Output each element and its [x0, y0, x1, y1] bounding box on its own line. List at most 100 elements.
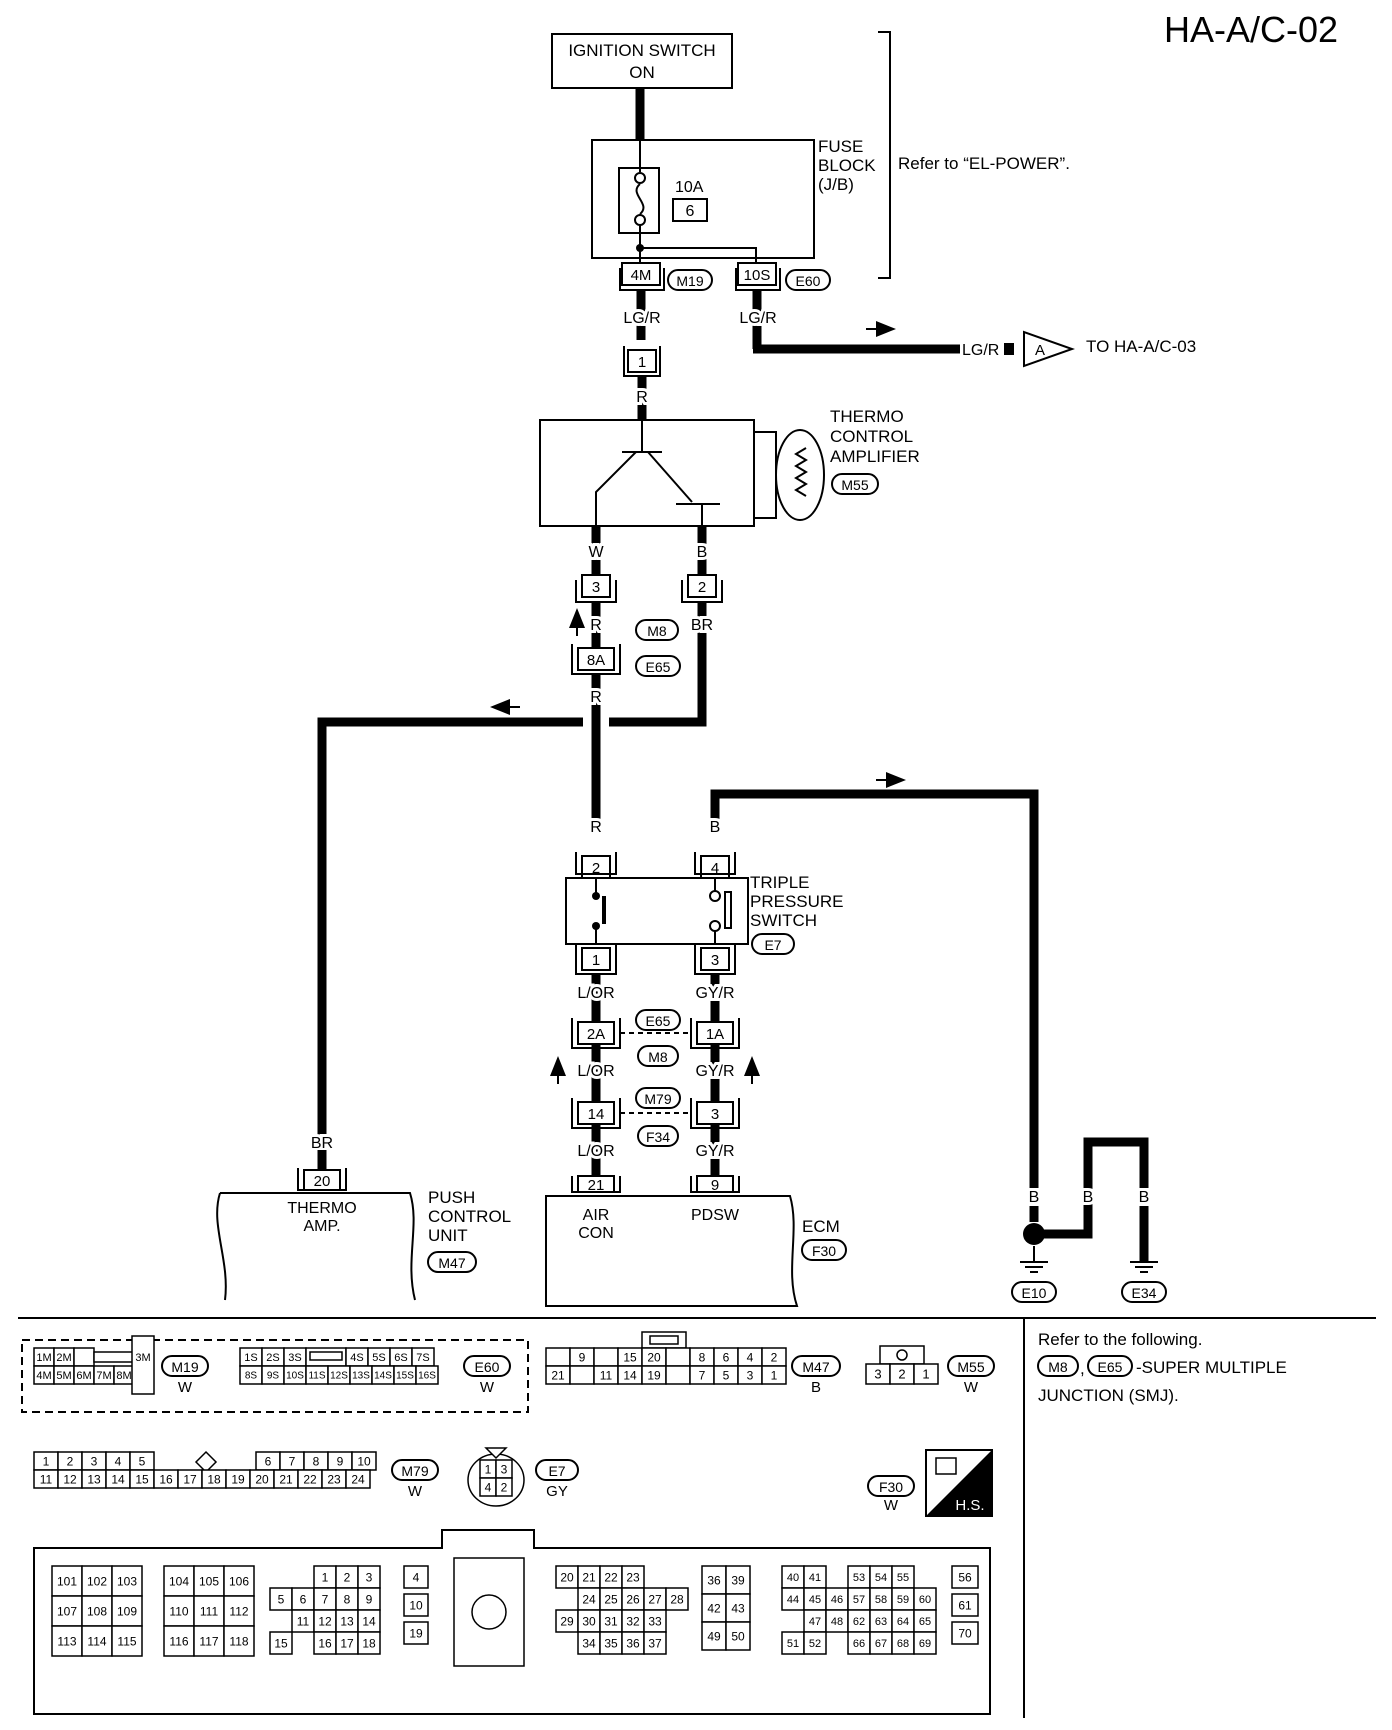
pin-label: 18 [207, 1472, 221, 1486]
pin-label: 7 [699, 1368, 706, 1382]
pin-cell [761, 1365, 787, 1385]
pin-label: 20 [647, 1350, 661, 1364]
pcu-label-2: CONTROL [428, 1207, 511, 1226]
terminal-3: 3 [711, 1106, 719, 1123]
hs-label: H.S. [955, 1497, 984, 1514]
pin-label: 9 [337, 1454, 344, 1468]
pin-label: 55 [897, 1572, 909, 1584]
pin-cell [51, 1625, 83, 1657]
fuse-block-label-1: FUSE [818, 137, 863, 156]
pin-label: 6 [723, 1350, 730, 1364]
pin-label: 101 [57, 1574, 77, 1588]
connector-id: M19 [171, 1359, 198, 1375]
pcu-label-1: PUSH [428, 1188, 475, 1207]
pin-label: 47 [809, 1616, 821, 1628]
pin-cell [495, 1477, 513, 1497]
wire-label: R [636, 389, 648, 406]
pin-label: 30 [582, 1614, 596, 1628]
connector-id: M55 [957, 1359, 984, 1375]
pin-label: 22 [303, 1472, 317, 1486]
connector-id: E7 [548, 1463, 565, 1479]
pin-label: 39 [731, 1573, 745, 1587]
pin-cell [665, 1587, 689, 1611]
ecm-label: ECM [802, 1217, 840, 1236]
pin-cell [913, 1363, 939, 1385]
pin-label: 114 [87, 1634, 106, 1648]
pin-cell [951, 1621, 979, 1645]
connector-id-m8: M8 [1048, 1359, 1068, 1375]
connector-id-e60: E60 [796, 273, 821, 289]
pin-cell [643, 1631, 667, 1655]
fuse-block-label-2: BLOCK [818, 156, 876, 175]
pin-label: 1S [244, 1352, 257, 1364]
pin-cell [223, 1625, 255, 1657]
pin-label: 15 [274, 1636, 288, 1650]
pin-label: 3 [91, 1454, 98, 1468]
pin-label: 6M [76, 1370, 91, 1382]
pin-label: 104 [169, 1574, 189, 1588]
wire-label: L/OR [577, 985, 614, 1002]
pin-label: 5 [723, 1368, 730, 1382]
refer-note-comma: , [1080, 1359, 1085, 1378]
pin-label: 2M [56, 1352, 71, 1364]
legend-text: B [811, 1379, 821, 1396]
pin-label: 4M [36, 1370, 51, 1382]
pin-label: 112 [229, 1604, 248, 1618]
connector-id: M47 [802, 1359, 829, 1375]
wire-label: W [588, 544, 604, 561]
pin-label: 6S [394, 1352, 407, 1364]
pin-label: 15 [623, 1350, 637, 1364]
pin-label: 50 [731, 1629, 745, 1643]
pin-cell [403, 1565, 429, 1589]
terminal-1: 1 [592, 952, 600, 969]
thermo-label-1: THERMO [830, 407, 904, 426]
pin-label: 34 [582, 1636, 596, 1650]
pin-label: 44 [787, 1594, 799, 1606]
pin-label: 33 [648, 1614, 662, 1628]
connector-id-badge [463, 1355, 511, 1377]
pin-label: 8M [116, 1370, 131, 1382]
pin-label: 5S [372, 1352, 385, 1364]
pin-cell [545, 1347, 571, 1367]
pin-label: 45 [809, 1594, 821, 1606]
pin-label: 11 [297, 1614, 310, 1628]
refer-el-power: Refer to “EL-POWER”. [898, 154, 1070, 173]
pin-label: 28 [670, 1592, 684, 1606]
pin-label: 17 [183, 1472, 197, 1486]
pin-label: 36 [626, 1636, 640, 1650]
wire-label: B [1083, 1189, 1094, 1206]
pin-label: 3 [874, 1367, 881, 1382]
pin-label: 9 [366, 1592, 373, 1606]
pin-label: 3S [288, 1352, 301, 1364]
pin-label: 6 [300, 1592, 307, 1606]
pin-label: 22 [604, 1570, 618, 1584]
pin-label: 3 [747, 1368, 754, 1382]
wire-label: B [1139, 1189, 1150, 1206]
terminal-8a: 8A [587, 652, 605, 669]
harness-group-box [21, 1339, 529, 1413]
pin-cell [665, 1347, 691, 1367]
wire-label: LG/R [623, 310, 660, 327]
pin-label: 3 [501, 1462, 508, 1476]
pin-cell [951, 1593, 979, 1617]
pin-label: 20 [560, 1570, 574, 1584]
pin-cell [163, 1625, 195, 1657]
pin-label: 3 [366, 1570, 373, 1584]
pin-label: 53 [853, 1572, 865, 1584]
pin-label: 48 [831, 1616, 843, 1628]
pin-label: 54 [875, 1572, 887, 1584]
pin-label: 21 [582, 1570, 596, 1584]
connector-id-badge [947, 1355, 995, 1377]
ecm: 21 9 AIR CON PDSW ECM F30 [545, 1175, 847, 1307]
pin-label: 60 [919, 1594, 931, 1606]
connector-id-m8: M8 [648, 1049, 668, 1065]
pin-label: 5 [139, 1454, 146, 1468]
terminal-1a: 1A [706, 1026, 724, 1043]
to-ha-ac-03: TO HA-A/C-03 [1086, 337, 1196, 356]
terminal-10s: 10S [744, 267, 771, 284]
connector-id-badge [535, 1459, 579, 1481]
wire-label: LG/R [962, 342, 999, 359]
pin-label: 1 [771, 1368, 778, 1382]
pin-label: 21 [551, 1368, 565, 1382]
